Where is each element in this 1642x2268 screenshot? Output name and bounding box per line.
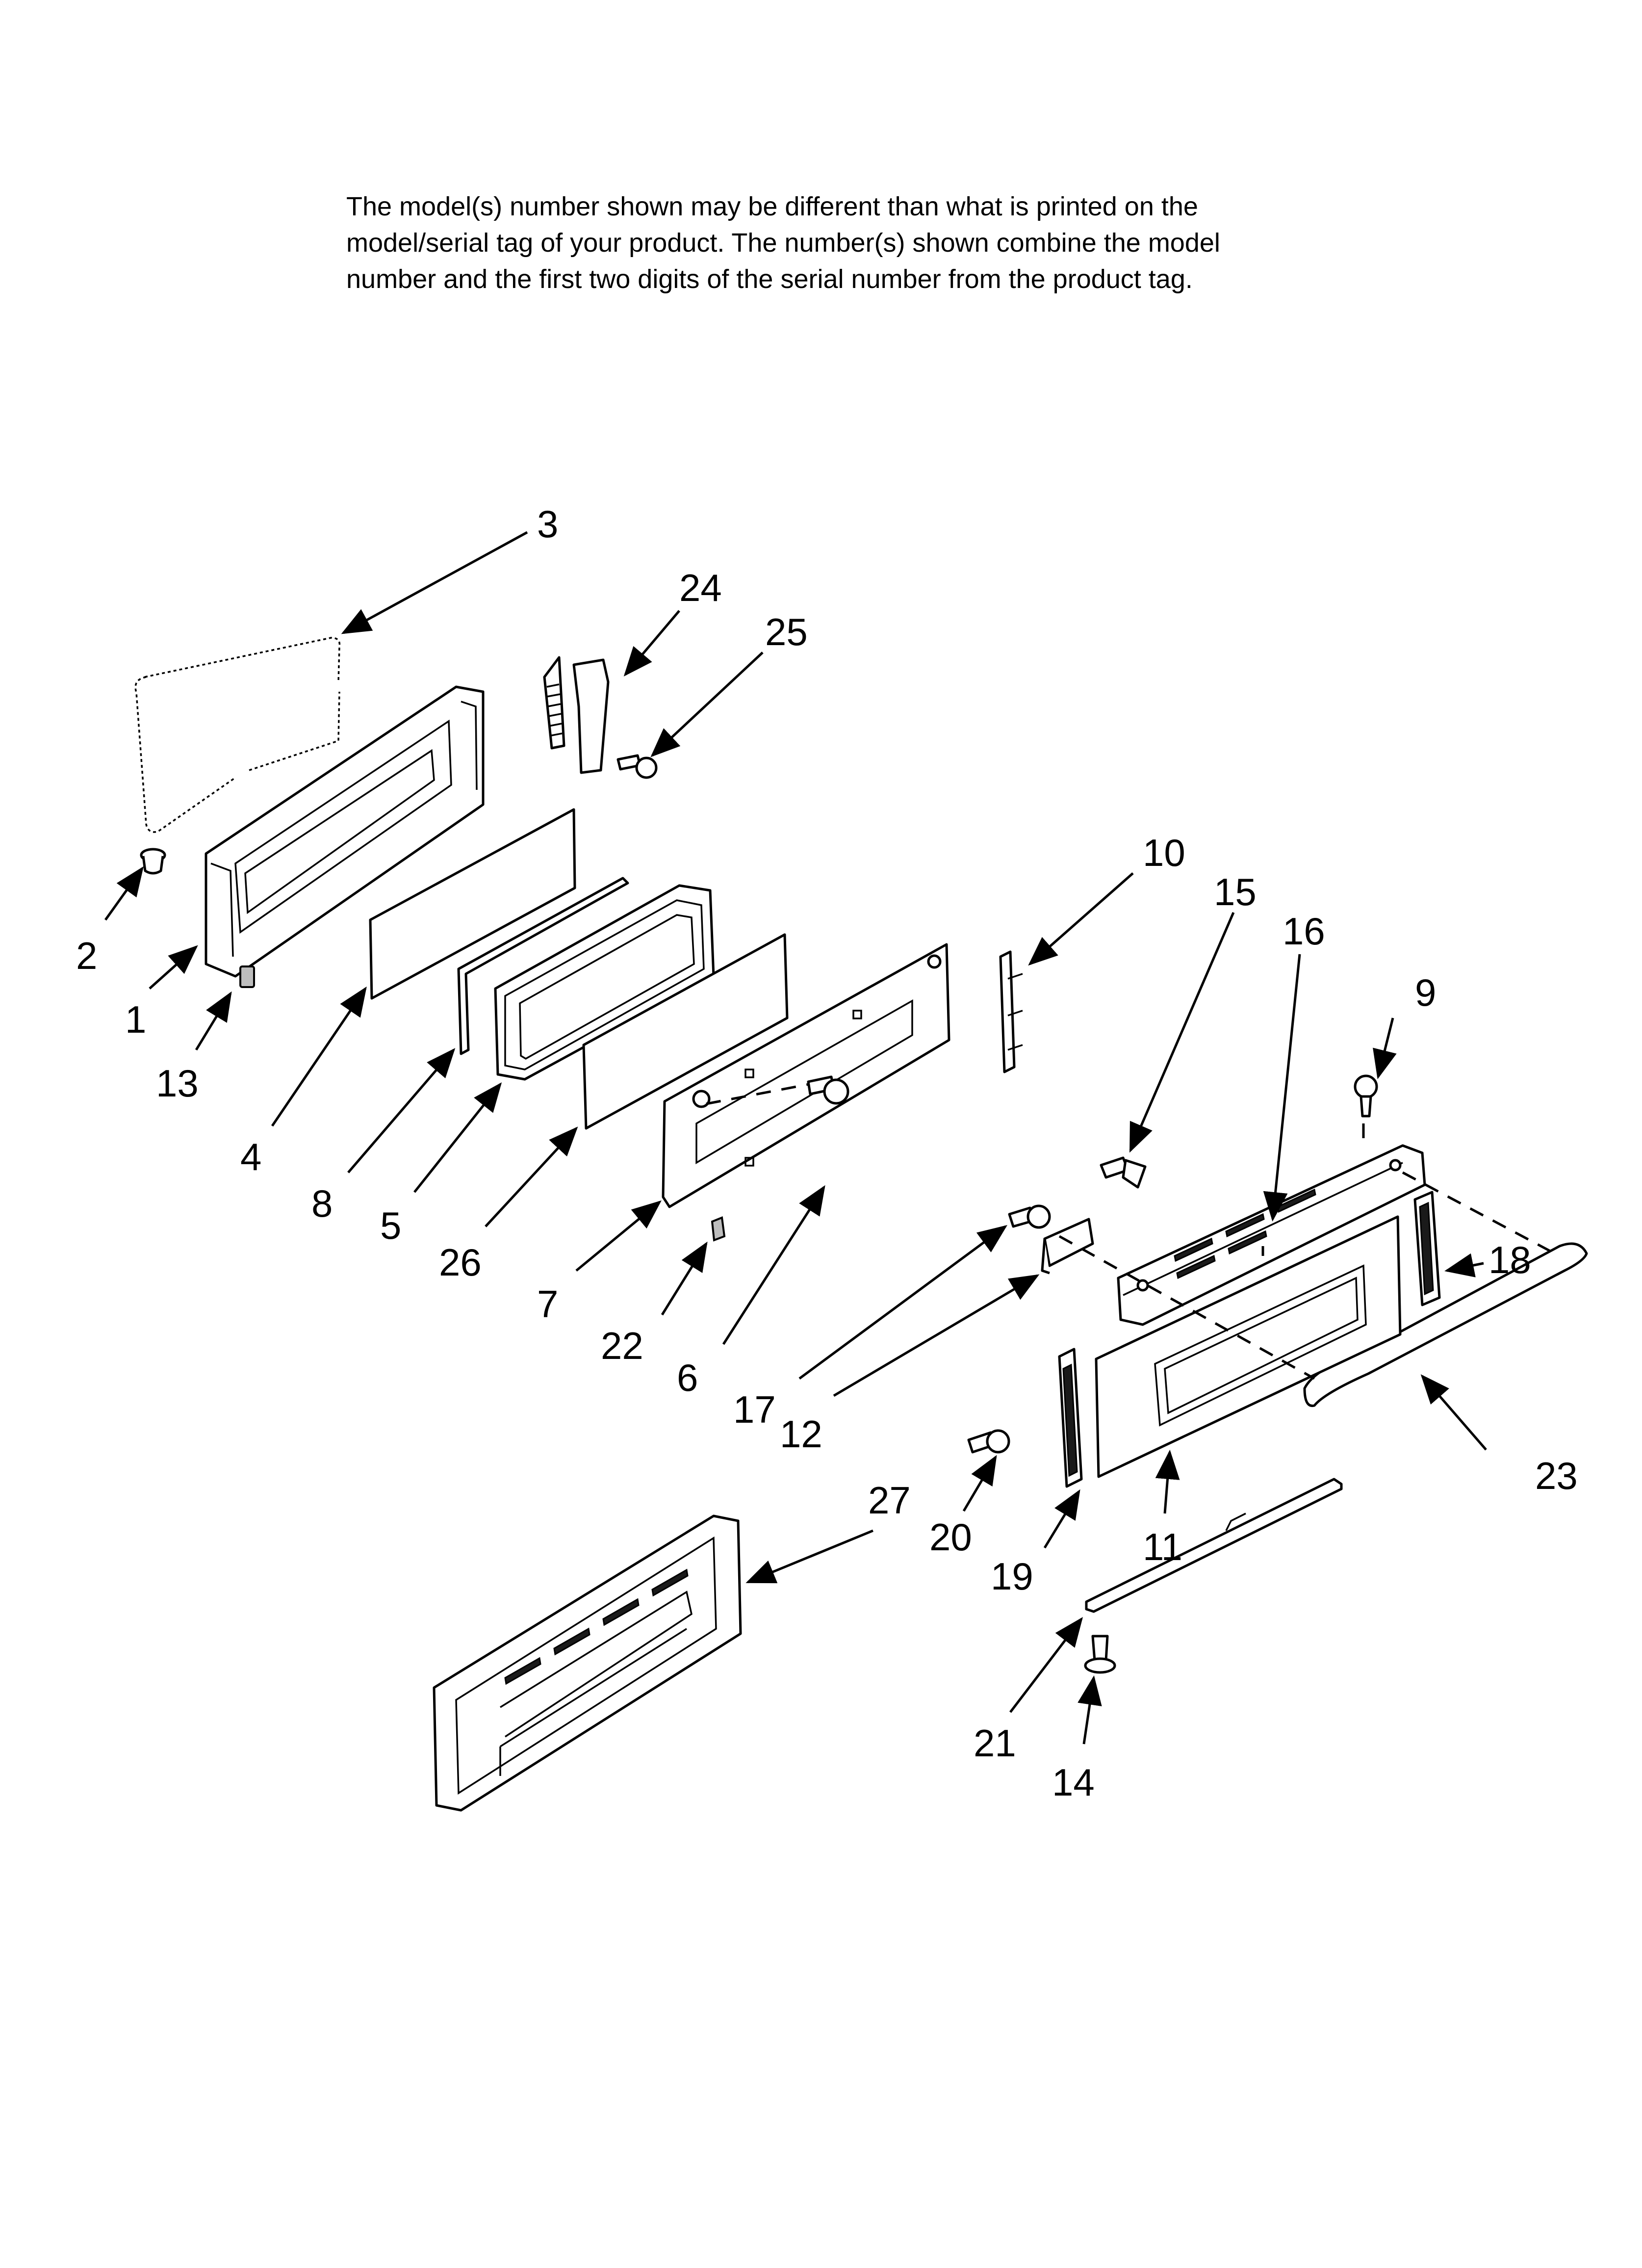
callout-2: 2 — [76, 934, 97, 977]
callout-7: 7 — [537, 1282, 558, 1326]
bottom-rail-part — [1085, 1478, 1343, 1613]
door-pad-part — [711, 1216, 726, 1242]
inner-door-frame-part — [205, 685, 485, 978]
callout-6: 6 — [677, 1356, 698, 1399]
callout-15: 15 — [1214, 870, 1257, 913]
callout-27: 27 — [868, 1479, 911, 1522]
callout-10: 10 — [1143, 831, 1185, 874]
leader-lines — [104, 531, 1487, 1745]
disclaimer-line: number and the first two digits of the s… — [346, 264, 1193, 294]
disclaimer-line: model/serial tag of your product. The nu… — [346, 228, 1220, 258]
door-clip-part — [239, 965, 255, 988]
trim-bracket-part — [1041, 1218, 1094, 1275]
callout-4: 4 — [240, 1135, 261, 1178]
callout-18: 18 — [1488, 1238, 1531, 1281]
callout-24: 24 — [679, 566, 722, 609]
callout-16: 16 — [1283, 910, 1325, 953]
vent-screw-part — [1100, 1156, 1147, 1189]
lower-side-vent-part — [1058, 1348, 1083, 1488]
callout-labels: 3 24 25 10 15 16 9 2 1 13 4 8 5 26 7 22 … — [76, 502, 1578, 1804]
outer-glass-part — [582, 933, 789, 1130]
door-panel-part — [662, 943, 950, 1208]
callout-9: 9 — [1415, 971, 1436, 1014]
callout-20: 20 — [929, 1515, 972, 1559]
callout-8: 8 — [311, 1182, 333, 1225]
assembly-guide-lines — [706, 1083, 1556, 1380]
side-vent-part — [1413, 1191, 1441, 1306]
callout-12: 12 — [780, 1412, 822, 1456]
callout-22: 22 — [601, 1324, 643, 1367]
door-top-trim-part — [1117, 1144, 1426, 1326]
hinge-screw-part — [616, 754, 658, 779]
door-panel-screw-part — [807, 1075, 849, 1105]
callout-25: 25 — [765, 610, 808, 653]
inner-glass-part — [369, 808, 576, 1000]
handle-screw-part — [1354, 1074, 1378, 1118]
callout-17: 17 — [733, 1388, 776, 1431]
callout-1: 1 — [125, 998, 146, 1041]
callout-21: 21 — [974, 1721, 1016, 1765]
disclaimer-note: The model(s) number shown may be differe… — [346, 188, 1425, 297]
callout-23: 23 — [1535, 1454, 1578, 1497]
vent-bracket-part — [999, 950, 1023, 1073]
callout-14: 14 — [1052, 1761, 1095, 1804]
callout-5: 5 — [380, 1204, 401, 1247]
door-bumper-part — [140, 848, 166, 875]
trim-screw-part — [1008, 1204, 1051, 1229]
door-assembly-part — [433, 1514, 742, 1812]
callout-26: 26 — [439, 1241, 482, 1284]
glass-spacer-part — [457, 877, 629, 1055]
door-gasket-part — [134, 637, 341, 833]
door-outer-panel-part — [1095, 1215, 1402, 1478]
callout-3: 3 — [537, 502, 558, 546]
callout-13: 13 — [156, 1062, 199, 1105]
door-hinge-part — [543, 656, 610, 774]
vent-screw-lower-part — [967, 1429, 1010, 1454]
rail-screw-part — [1084, 1635, 1116, 1674]
disclaimer-line: The model(s) number shown may be differe… — [346, 192, 1198, 221]
callout-11: 11 — [1143, 1525, 1182, 1568]
callout-19: 19 — [991, 1555, 1033, 1598]
